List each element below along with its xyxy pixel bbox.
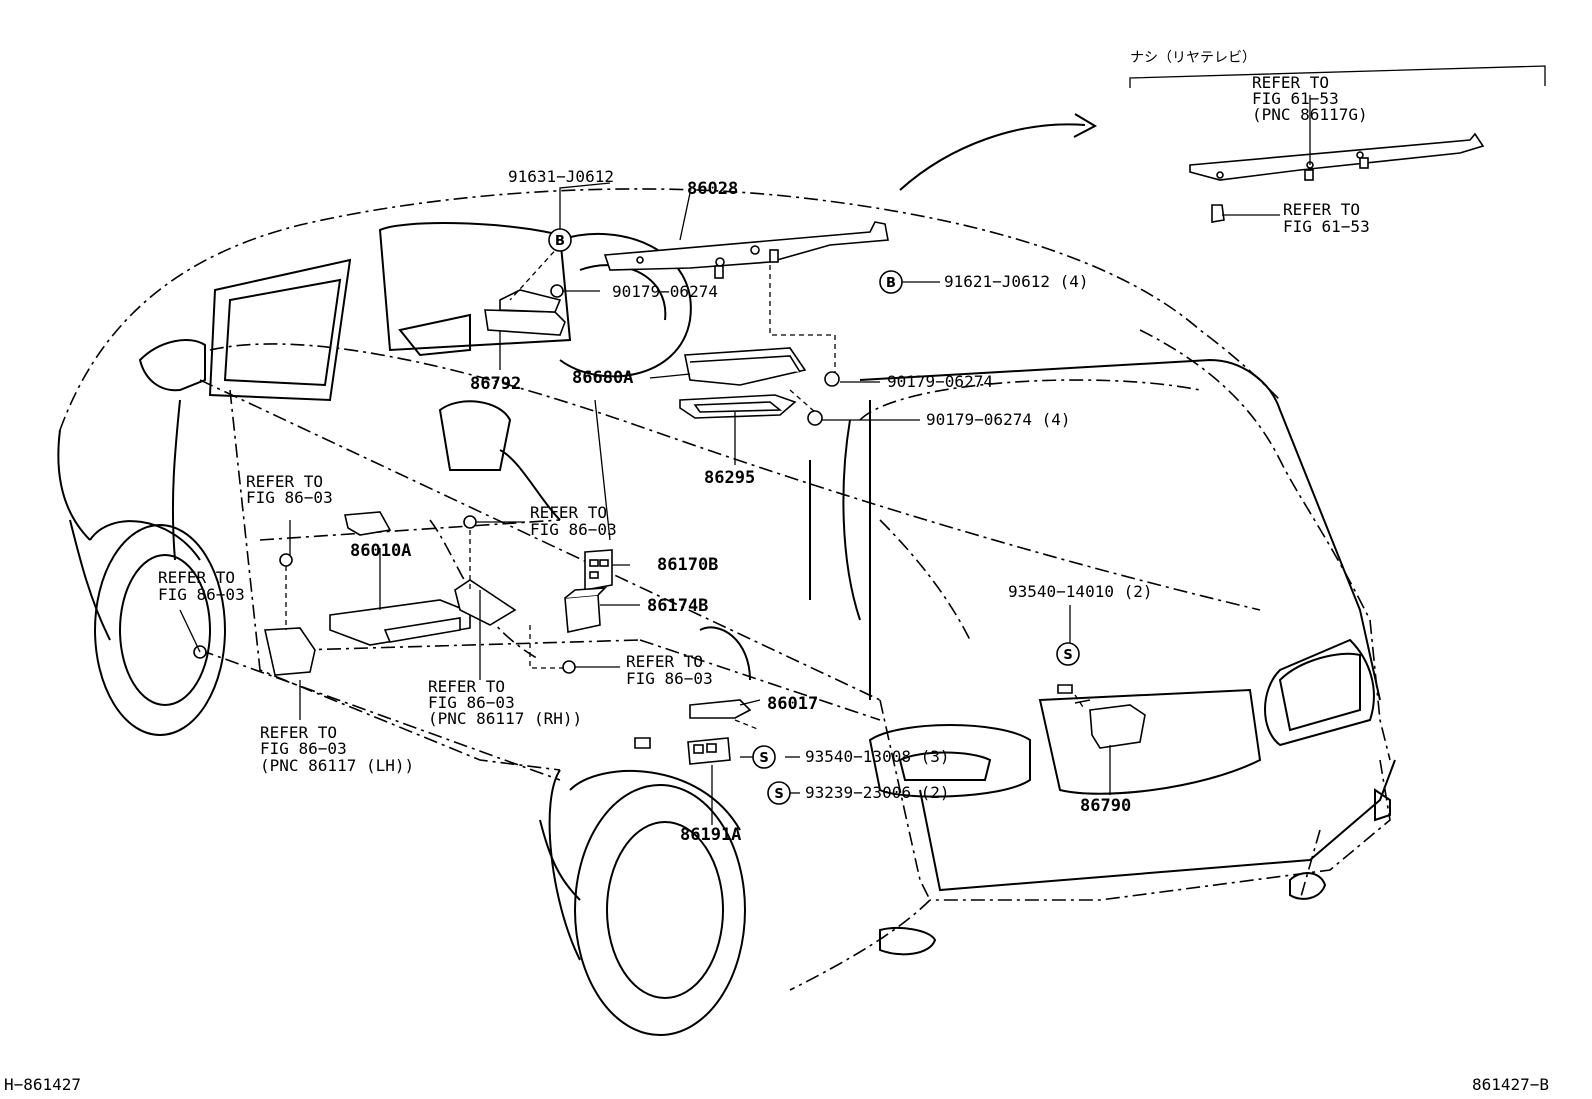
- part-bracket-lh: [264, 627, 316, 676]
- refer-5-line1: REFER TO: [428, 677, 505, 696]
- part-86790-camera: [1057, 684, 1146, 749]
- part-86792-unit: [484, 289, 566, 336]
- refer-1-line1: REFER TO: [246, 472, 323, 491]
- label-93540-13008: 93540−13008 (3): [805, 747, 950, 766]
- label-86191A: 86191A: [680, 825, 741, 845]
- inset-refer-line3: (PNC 86117G): [1252, 105, 1368, 124]
- part-86010A-unit: [329, 511, 471, 646]
- label-90179-06274-c: 90179−06274 (4): [926, 410, 1071, 429]
- label-86790: 86790: [1080, 796, 1131, 816]
- inset2-refer-line2: FIG 61−53: [1283, 217, 1370, 236]
- part-86191A-connector: [634, 737, 731, 765]
- refer-5-line2: FIG 86−03: [428, 693, 515, 712]
- refer-3-line1: REFER TO: [158, 568, 235, 587]
- inset-bracket-line: [1129, 65, 1546, 88]
- svg-text:S: S: [774, 787, 783, 802]
- refer-2-line1: REFER TO: [530, 503, 607, 522]
- inset-heading: ナシ（リヤテレビ）: [1130, 50, 1256, 66]
- arrow-curve: [899, 123, 1086, 191]
- refer-6-line2: FIG 86−03: [260, 739, 347, 758]
- vehicle-body-lines: [57, 222, 1396, 961]
- refer-2-line2: FIG 86−03: [530, 520, 617, 539]
- inset-bracket: [1189, 132, 1485, 223]
- label-86017: 86017: [767, 694, 818, 714]
- label-86295: 86295: [704, 468, 755, 488]
- part-86017-bracket: [689, 699, 752, 719]
- label-86010A: 86010A: [350, 541, 411, 561]
- label-90179-06274-a: 90179−06274: [612, 282, 718, 301]
- b-symbol-2: B: [879, 270, 903, 294]
- footer-left-code: H−861427: [4, 1075, 81, 1094]
- inset2-refer-line1: REFER TO: [1283, 200, 1360, 219]
- s-symbol-2: S: [752, 745, 776, 769]
- label-91621-J0612: 91621−J0612 (4): [944, 272, 1089, 291]
- footer-right-code: 861427−B: [1472, 1075, 1549, 1094]
- refer-5-line3: (PNC 86117 (RH)): [428, 709, 582, 728]
- refer-3-line2: FIG 86−03: [158, 585, 245, 604]
- label-93540-14010: 93540−14010 (2): [1008, 582, 1153, 601]
- svg-text:B: B: [886, 276, 896, 291]
- arrow-head: [1073, 113, 1098, 138]
- refer-4-line1: REFER TO: [626, 652, 703, 671]
- s-symbol-1: S: [1056, 642, 1080, 666]
- refer-6-line1: REFER TO: [260, 723, 337, 742]
- svg-text:B: B: [555, 234, 565, 249]
- part-86295-frame: [679, 394, 797, 419]
- svg-text:S: S: [1063, 648, 1072, 663]
- label-91631-J0612: 91631−J0612: [508, 167, 614, 186]
- part-86170B-switch: [584, 549, 613, 591]
- inset-refer-line1: REFER TO: [1252, 73, 1329, 92]
- dashed-leaders: [285, 244, 1086, 731]
- label-86792: 86792: [470, 374, 521, 394]
- leader-lines: [179, 95, 1311, 825]
- part-labels: ナシ（リヤテレビ） 91631−J0612 86028 90179−06274 …: [4, 50, 1549, 1094]
- inset-refer-line2: FIG 61−53: [1252, 89, 1339, 108]
- vehicle-outline: [59, 188, 1391, 991]
- label-93239-23006: 93239−23006 (2): [805, 783, 950, 802]
- part-86680A-display: [684, 347, 807, 386]
- s-symbol-3: S: [767, 781, 791, 805]
- label-86028: 86028: [687, 179, 738, 199]
- label-86174B: 86174B: [647, 596, 708, 616]
- label-86680A: 86680A: [572, 368, 633, 388]
- label-86170B: 86170B: [657, 555, 718, 575]
- label-90179-06274-b: 90179−06274: [887, 372, 993, 391]
- refer-6-line3: (PNC 86117 (LH)): [260, 756, 414, 775]
- part-86174B-box: [564, 587, 608, 633]
- front-wheel: [89, 520, 226, 736]
- refer-1-line2: FIG 86−03: [246, 488, 333, 507]
- part-86028-bracket: [603, 221, 889, 279]
- svg-text:S: S: [759, 751, 768, 766]
- b-symbol-1: B: [548, 228, 572, 252]
- refer-4-line2: FIG 86−03: [626, 669, 713, 688]
- rear-wheel: [569, 769, 746, 1036]
